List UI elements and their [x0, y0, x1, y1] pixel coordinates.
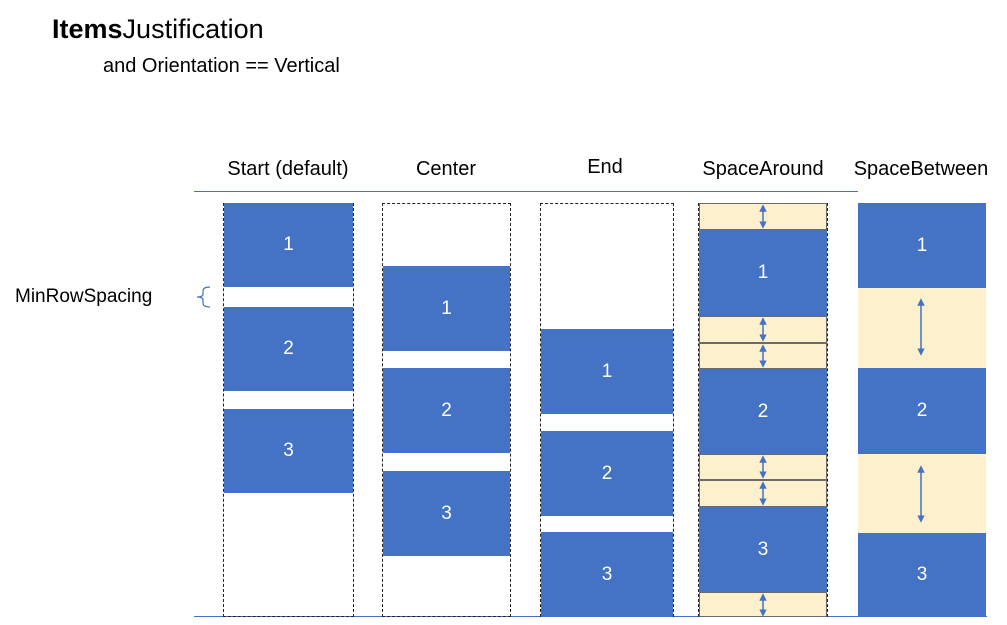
center-item-2: 2 — [383, 368, 510, 453]
spacebetween-item-2: 2 — [858, 368, 986, 454]
end-item-1: 1 — [541, 329, 673, 414]
top-divider-line — [194, 191, 858, 192]
end-item-2: 2 — [541, 431, 673, 516]
center-item-1: 1 — [383, 266, 510, 351]
center-item-3: 3 — [383, 471, 510, 556]
spacearound-item-3: 3 — [699, 507, 827, 592]
container-center — [382, 203, 511, 617]
start-item-3: 3 — [224, 409, 353, 493]
end-item-3: 3 — [541, 532, 673, 617]
column-header-spacearound: SpaceAround — [702, 158, 824, 180]
column-header-start: Start (default) — [227, 158, 349, 180]
column-header-spacebetween: SpaceBetween — [853, 158, 989, 180]
column-header-end: End — [587, 156, 623, 178]
spacebetween-item-1: 1 — [858, 203, 986, 288]
start-item-1: 1 — [224, 203, 353, 287]
spacearound-item-2: 2 — [699, 369, 827, 454]
min-row-spacing-label: MinRowSpacing — [15, 286, 153, 307]
start-item-2: 2 — [224, 307, 353, 391]
page-subtitle: and Orientation == Vertical — [103, 55, 340, 77]
spacebetween-item-3: 3 — [858, 533, 986, 617]
page-title: ItemsJustification — [52, 14, 264, 44]
column-header-center: Center — [415, 158, 477, 180]
spacearound-item-1: 1 — [699, 230, 827, 316]
